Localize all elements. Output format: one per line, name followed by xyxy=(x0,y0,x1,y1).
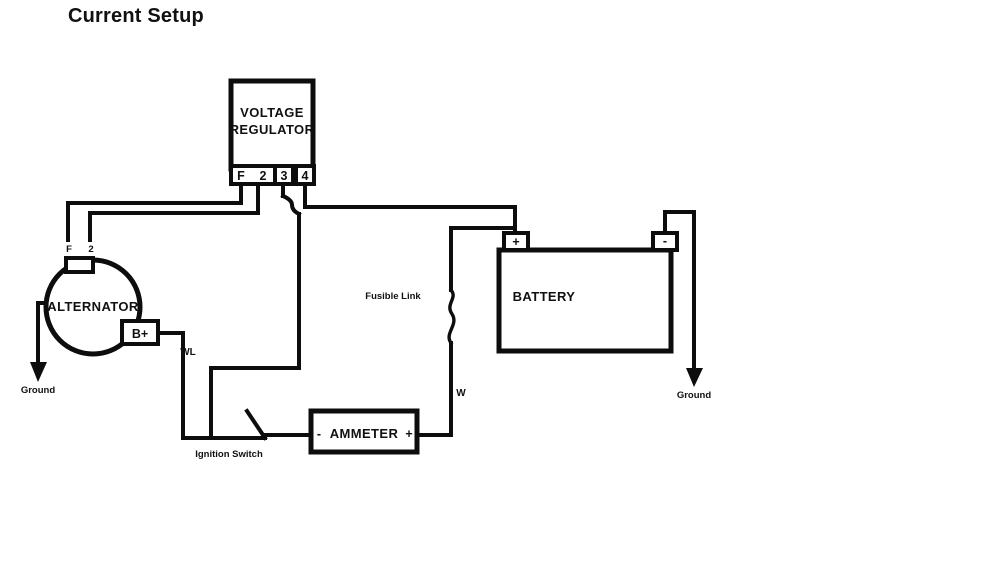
regulator-terminal-2-label: 2 xyxy=(260,169,267,183)
ground-right-label: Ground xyxy=(677,390,711,401)
wire-regulator-4-to-battery-positive xyxy=(303,181,517,240)
alternator-terminal-2-label: 2 xyxy=(88,244,93,255)
regulator-terminal-f-label: F xyxy=(237,169,245,183)
voltage-regulator-label-line1: VOLTAGE xyxy=(240,105,304,120)
wire-crossover-jog xyxy=(280,193,302,217)
alternator-bplus-label: B+ xyxy=(132,327,148,341)
ignition-switch-label: Ignition Switch xyxy=(195,449,263,460)
alternator-terminal-f-label: F xyxy=(66,244,72,255)
battery-label: BATTERY xyxy=(513,289,576,304)
battery-positive-terminal[interactable] xyxy=(502,231,530,252)
regulator-terminal-4-box[interactable] xyxy=(294,164,316,186)
wire-w-label: W xyxy=(456,388,466,399)
wire-battery-negative-to-ground xyxy=(663,210,696,370)
battery-positive-label: + xyxy=(512,235,519,249)
ground-left-label: Ground xyxy=(21,385,55,396)
regulator-terminal-3-label: 3 xyxy=(281,169,288,183)
alternator-bplus-terminal[interactable] xyxy=(120,319,160,346)
ammeter-positive-label: + xyxy=(405,427,412,441)
alternator-label: ALTERNATOR xyxy=(47,299,139,314)
battery-body[interactable] xyxy=(496,247,674,354)
alternator-terminal-box[interactable] xyxy=(64,256,95,274)
ammeter-label: AMMETER xyxy=(330,426,399,441)
page-title: Current Setup xyxy=(68,5,204,27)
wire-regulator-f-to-alternator-f xyxy=(66,181,243,242)
ground-arrow-right-icon xyxy=(686,368,703,387)
wire-regulator-2-to-alternator-2 xyxy=(88,181,260,242)
wire-regulator-3-to-ignition-switch xyxy=(209,212,301,440)
voltage-regulator-label-line2: REGULATOR xyxy=(230,122,315,137)
regulator-terminal-3-box[interactable] xyxy=(273,164,295,186)
ammeter-body[interactable] xyxy=(308,408,420,455)
battery-negative-terminal[interactable] xyxy=(651,231,679,252)
ground-arrow-left-icon xyxy=(30,362,47,382)
wire-ammeter-positive-lower xyxy=(415,341,453,437)
fusible-link-label: Fusible Link xyxy=(365,291,421,302)
ignition-switch-blade xyxy=(244,408,268,441)
fusible-link-squiggle xyxy=(447,287,456,346)
ammeter-negative-label: - xyxy=(317,427,321,441)
battery-negative-label: - xyxy=(663,234,667,248)
wire-bplus-to-ignition-switch xyxy=(155,331,267,440)
regulator-terminal-4-label: 4 xyxy=(302,169,309,183)
wire-wl-label: WL xyxy=(180,347,196,358)
